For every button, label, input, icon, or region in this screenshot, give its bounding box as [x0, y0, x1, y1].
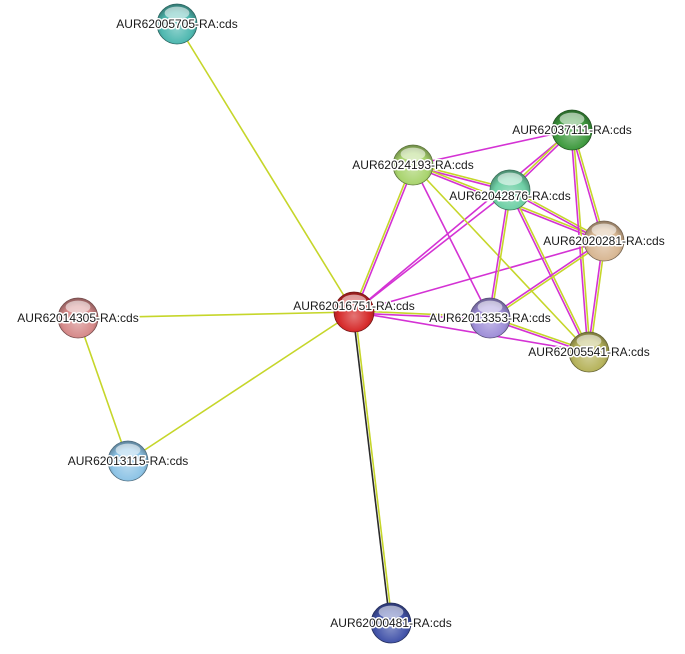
node-label: AUR62013353-RA:cds — [429, 311, 550, 325]
node-n3[interactable] — [551, 109, 593, 151]
edge-n7-n3 — [353, 129, 573, 313]
edge-n7-n9 — [353, 311, 590, 353]
node-label: AUR62042876-RA:cds — [449, 189, 570, 203]
node-label: AUR62014305-RA:cds — [17, 311, 138, 325]
edge-line-text_mining — [77, 317, 129, 462]
node-highlight — [400, 147, 426, 161]
edge-line-text_mining — [352, 164, 413, 312]
node-n6[interactable] — [57, 297, 99, 339]
node-n1[interactable] — [156, 3, 198, 45]
edge-n6-n7 — [77, 311, 355, 319]
edge-n2-n3 — [412, 129, 573, 166]
edge-n1-n7 — [176, 23, 355, 313]
node-label: AUR62024193-RA:cds — [352, 158, 473, 172]
edge-line-text_mining — [176, 23, 355, 313]
node-highlight — [497, 172, 523, 186]
node-highlight — [559, 112, 585, 126]
nodes-layer — [57, 3, 625, 644]
node-highlight — [115, 443, 141, 457]
node-label: AUR62013115-RA:cds — [68, 454, 189, 468]
node-n4[interactable] — [489, 169, 531, 211]
node-n7[interactable] — [333, 291, 375, 333]
edge-line-experimental — [508, 190, 589, 353]
node-highlight — [164, 6, 190, 20]
edge-n2-n8 — [412, 164, 491, 319]
edge-n7-n4 — [353, 189, 511, 313]
edge-line-text_mining — [127, 311, 355, 462]
edge-line-text_mining — [354, 311, 393, 623]
node-n8[interactable] — [469, 297, 511, 339]
edge-n4-n9 — [508, 189, 591, 353]
edge-line-experimental — [412, 164, 491, 319]
edge-n4-n8 — [488, 189, 512, 319]
node-highlight — [65, 300, 91, 314]
edge-n7-n8 — [353, 310, 491, 320]
labels-layer: AUR62005705-RA:cdsAUR62024193-RA:cdsAUR6… — [16, 16, 666, 632]
node-label: AUR62005541-RA:cds — [528, 345, 649, 359]
node-highlight — [341, 294, 367, 308]
node-n9[interactable] — [568, 331, 610, 373]
node-highlight — [378, 605, 404, 619]
edge-line-coexpression — [352, 312, 391, 624]
node-label: AUR62005705-RA:cds — [116, 17, 237, 31]
edge-line-experimental — [488, 239, 604, 318]
edge-line-text_mining — [354, 310, 491, 318]
node-label: AUR62037111-RA:cds — [512, 123, 632, 137]
node-label: AUR62016751-RA:cds — [293, 299, 414, 313]
edge-line-experimental — [412, 129, 573, 166]
edge-line-experimental — [488, 189, 510, 318]
node-label: AUR62000481-RA:cds — [330, 616, 451, 630]
edge-n10-n7 — [127, 311, 355, 462]
edge-line-text_mining — [572, 129, 591, 352]
edge-n5-n8 — [488, 239, 606, 320]
edge-line-experimental — [353, 311, 590, 353]
edge-line-experimental — [570, 130, 589, 353]
edge-line-text_mining — [77, 311, 355, 319]
edge-line-experimental — [353, 240, 605, 313]
edge-line-experimental — [354, 165, 415, 313]
edge-n7-n2 — [352, 164, 415, 313]
edge-line-experimental — [353, 189, 511, 313]
node-label: AUR62020281-RA:cds — [543, 234, 664, 248]
edge-line-text_mining — [490, 190, 512, 319]
edge-n6-n10 — [77, 317, 129, 462]
node-n5[interactable] — [583, 220, 625, 262]
node-highlight — [576, 334, 602, 348]
edge-n7-n11 — [352, 311, 393, 624]
node-n2[interactable] — [392, 144, 434, 186]
edge-line-text_mining — [490, 241, 606, 320]
node-n11[interactable] — [370, 602, 412, 644]
node-highlight — [591, 223, 617, 237]
node-n10[interactable] — [107, 440, 149, 482]
edge-n7-n5 — [353, 240, 605, 313]
edge-n3-n9 — [570, 129, 591, 353]
edge-line-experimental — [353, 312, 490, 320]
edge-line-text_mining — [510, 189, 591, 352]
node-highlight — [477, 300, 503, 314]
edge-line-experimental — [353, 129, 573, 313]
